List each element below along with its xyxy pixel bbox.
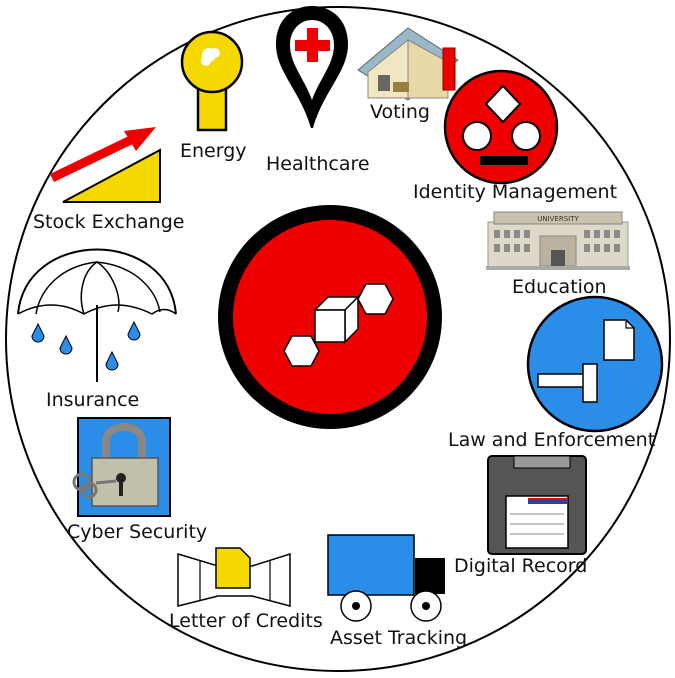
rising-arrow-icon <box>50 127 161 203</box>
label-asset: Asset Tracking <box>330 627 467 649</box>
umbrella-rain-icon <box>17 248 177 382</box>
label-healthcare: Healthcare <box>266 153 370 175</box>
polling-booth-icon <box>357 27 459 101</box>
map-pin-cross-icon <box>276 6 348 128</box>
label-stock: Stock Exchange <box>33 211 184 233</box>
label-education: Education <box>512 276 607 298</box>
gavel-document-icon <box>526 295 664 433</box>
label-energy: Energy <box>180 140 247 162</box>
document-frame-icon <box>177 547 291 607</box>
label-digital: Digital Record <box>454 555 587 577</box>
label-letter: Letter of Credits <box>169 610 323 632</box>
university-sign: UNIVERSITY <box>537 215 579 223</box>
university-building-icon: UNIVERSITY <box>486 211 630 270</box>
label-law: Law and Enforcement <box>448 429 655 451</box>
label-voting: Voting <box>370 101 430 123</box>
padlock-key-icon <box>72 417 171 517</box>
truck-icon <box>327 534 445 622</box>
label-cyber: Cyber Security <box>67 521 207 543</box>
face-shapes-icon <box>443 69 559 185</box>
blockchain-blocks-icon <box>218 205 442 429</box>
key-icon <box>180 30 244 132</box>
floppy-disk-icon <box>487 455 587 555</box>
label-identity: Identity Management <box>413 181 617 203</box>
label-insurance: Insurance <box>46 389 139 411</box>
